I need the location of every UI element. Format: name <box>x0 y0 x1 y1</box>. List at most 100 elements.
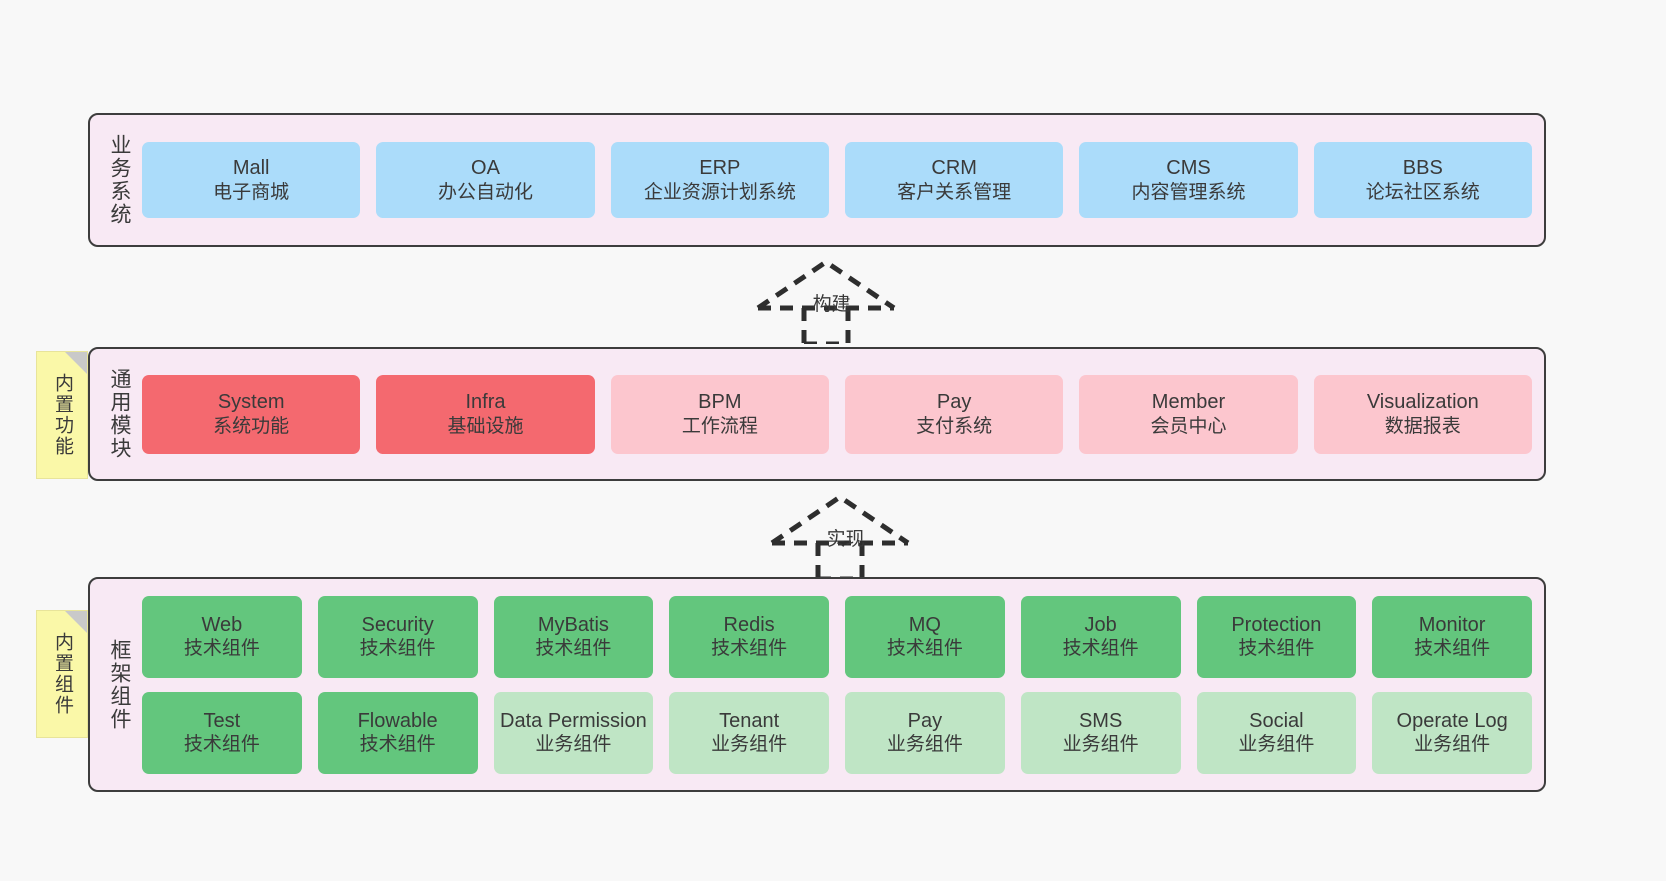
card-system[interactable]: System 系统功能 <box>142 374 361 454</box>
card-mq[interactable]: MQ 技术组件 <box>845 595 1005 678</box>
card-data-permission[interactable]: Data Permission 业务组件 <box>493 691 654 774</box>
card-crm[interactable]: CRM 客户关系管理 <box>844 142 1064 218</box>
card-title-en: Visualization <box>1366 391 1479 414</box>
card-row: Web 技术组件 Security 技术组件 MyBatis 技术组件 Redi… <box>142 595 1532 678</box>
note-builtin-features: 内置功能 <box>36 351 88 479</box>
card-title-en: Operate Log <box>1396 709 1508 732</box>
card-title-cn: 办公自动化 <box>437 181 533 203</box>
layer-business-systems[interactable]: 业务系统 Mall 电子商城 OA 办公自动化 ERP 企业资源计划系统 CRM… <box>88 113 1546 247</box>
card-flowable[interactable]: Flowable 技术组件 <box>317 691 478 774</box>
card-row: Mall 电子商城 OA 办公自动化 ERP 企业资源计划系统 CRM 客户关系… <box>142 142 1532 218</box>
note-fold-corner-icon <box>65 352 87 374</box>
card-mybatis[interactable]: MyBatis 技术组件 <box>493 595 654 678</box>
connector-label-build: 构建 <box>812 294 851 315</box>
card-title-cn: 技术组件 <box>886 638 963 660</box>
card-title-cn: 技术组件 <box>1238 638 1315 660</box>
card-mall[interactable]: Mall 电子商城 <box>142 142 361 218</box>
card-title-cn: 业务组件 <box>1414 734 1491 756</box>
layer-body-business: Mall 电子商城 OA 办公自动化 ERP 企业资源计划系统 CRM 客户关系… <box>136 125 1532 235</box>
layer-title-framework: 框架组件 <box>108 638 132 731</box>
connector-build: 构建 <box>748 252 938 344</box>
card-oa[interactable]: OA 办公自动化 <box>376 142 595 218</box>
note-label: 内置功能 <box>51 373 73 457</box>
card-title-en: BBS <box>1402 157 1443 180</box>
card-web[interactable]: Web 技术组件 <box>142 595 302 678</box>
layer-body-framework: Web 技术组件 Security 技术组件 MyBatis 技术组件 Redi… <box>136 589 1532 780</box>
card-title-cn: 技术组件 <box>1062 638 1139 660</box>
note-builtin-components: 内置组件 <box>36 610 88 738</box>
card-title-en: Monitor <box>1418 613 1486 636</box>
card-title-en: Data Permission <box>500 709 647 732</box>
card-cms[interactable]: CMS 内容管理系统 <box>1079 142 1298 218</box>
card-bpm[interactable]: BPM 工作流程 <box>610 374 829 454</box>
card-infra[interactable]: Infra 基础设施 <box>376 374 595 454</box>
card-title-en: System <box>217 391 285 414</box>
card-title-en: Job <box>1084 613 1117 636</box>
layer-common-modules[interactable]: 通用模块 System 系统功能 Infra 基础设施 BPM 工作流程 Pay… <box>88 347 1546 481</box>
card-title-en: Pay <box>936 391 972 414</box>
card-title-cn: 技术组件 <box>711 638 788 660</box>
card-pay-module[interactable]: Pay 支付系统 <box>844 374 1064 454</box>
card-monitor[interactable]: Monitor 技术组件 <box>1372 595 1532 678</box>
card-title-en: Tenant <box>719 709 780 732</box>
card-erp[interactable]: ERP 企业资源计划系统 <box>610 142 829 218</box>
card-title-en: Web <box>201 613 243 636</box>
card-title-cn: 客户关系管理 <box>897 181 1012 203</box>
card-title-cn: 技术组件 <box>1414 638 1491 660</box>
card-row: Test 技术组件 Flowable 技术组件 Data Permission … <box>142 691 1532 774</box>
card-title-cn: 业务组件 <box>1238 734 1315 756</box>
card-bbs[interactable]: BBS 论坛社区系统 <box>1313 142 1532 218</box>
card-title-en: MQ <box>908 613 941 636</box>
card-title-en: Security <box>361 613 434 636</box>
card-title-en: Social <box>1249 709 1304 732</box>
card-test[interactable]: Test 技术组件 <box>142 691 302 774</box>
card-title-en: SMS <box>1078 709 1123 732</box>
connector-label-implement: 实现 <box>826 529 865 550</box>
card-job[interactable]: Job 技术组件 <box>1020 595 1181 678</box>
layer-framework-components[interactable]: 框架组件 Web 技术组件 Security 技术组件 MyBatis 技术组件… <box>88 577 1546 792</box>
card-social[interactable]: Social 业务组件 <box>1196 691 1357 774</box>
card-title-cn: 会员中心 <box>1150 415 1227 437</box>
card-title-cn: 基础设施 <box>447 415 524 437</box>
card-title-en: Member <box>1151 391 1226 414</box>
card-protection[interactable]: Protection 技术组件 <box>1196 595 1357 678</box>
card-title-cn: 企业资源计划系统 <box>643 181 796 203</box>
card-title-cn: 电子商城 <box>213 181 290 203</box>
card-security[interactable]: Security 技术组件 <box>317 595 478 678</box>
card-title-en: Redis <box>723 613 775 636</box>
card-member[interactable]: Member 会员中心 <box>1079 374 1298 454</box>
card-visualization[interactable]: Visualization 数据报表 <box>1313 374 1532 454</box>
card-title-en: Mall <box>232 157 270 180</box>
card-tenant[interactable]: Tenant 业务组件 <box>669 691 829 774</box>
card-title-cn: 系统功能 <box>213 415 290 437</box>
card-title-cn: 工作流程 <box>681 415 758 437</box>
layer-title-common: 通用模块 <box>108 368 132 460</box>
layer-body-common: System 系统功能 Infra 基础设施 BPM 工作流程 Pay 支付系统… <box>136 359 1532 469</box>
card-redis[interactable]: Redis 技术组件 <box>669 595 829 678</box>
card-title-cn: 内容管理系统 <box>1131 181 1246 203</box>
card-row: System 系统功能 Infra 基础设施 BPM 工作流程 Pay 支付系统… <box>142 374 1532 454</box>
card-title-cn: 业务组件 <box>1062 734 1139 756</box>
card-title-en: ERP <box>699 157 741 180</box>
card-title-cn: 技术组件 <box>359 734 436 756</box>
card-title-cn: 数据报表 <box>1384 415 1461 437</box>
note-fold-corner-icon <box>65 611 87 633</box>
card-title-en: Test <box>203 709 241 732</box>
card-title-en: Pay <box>907 709 943 732</box>
card-title-cn: 业务组件 <box>711 734 788 756</box>
card-title-cn: 业务组件 <box>886 734 963 756</box>
card-pay-component[interactable]: Pay 业务组件 <box>845 691 1005 774</box>
card-title-cn: 论坛社区系统 <box>1365 181 1480 203</box>
layer-title-business: 业务系统 <box>108 134 132 226</box>
card-title-en: Infra <box>465 391 506 414</box>
card-title-en: CMS <box>1166 157 1211 180</box>
card-title-en: MyBatis <box>537 613 609 636</box>
connector-implement: 实现 <box>762 487 952 579</box>
card-title-en: Flowable <box>357 709 438 732</box>
card-operate-log[interactable]: Operate Log 业务组件 <box>1372 691 1532 774</box>
card-title-en: BPM <box>698 391 742 414</box>
card-sms[interactable]: SMS 业务组件 <box>1020 691 1181 774</box>
card-title-cn: 技术组件 <box>183 734 260 756</box>
card-title-cn: 支付系统 <box>916 415 993 437</box>
